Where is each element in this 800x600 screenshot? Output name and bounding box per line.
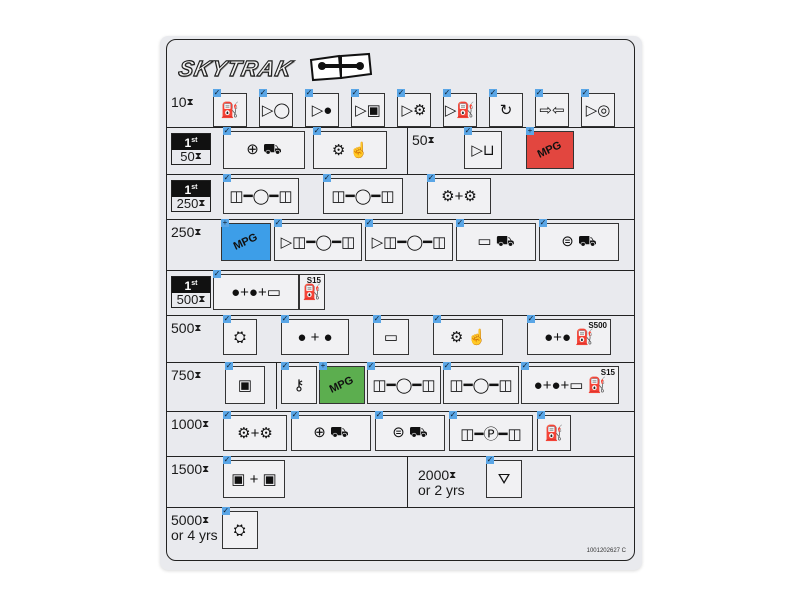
transmission-oil-filter-change-icon: ✓⚙+⚙ [223, 411, 287, 451]
fuel-level-icon: ✓▷⛽ [443, 89, 477, 127]
engine-oil-filter-change-icon: ✓● + ● [281, 315, 349, 355]
row-cell: 1000⧗ ✓⚙+⚙ ✓⊕ ⛟ ✓⊜ ⛟ ✓◫━Ⓟ━◫ ✓⛽ [167, 411, 575, 454]
maintenance-decal: SKYTRAK 10⧗ ✓⛽ ✓▷◯ ✓▷● ✓▷▣ ✓▷⚙ ✓▷⛽ ✓↻ [160, 36, 642, 570]
decal-frame: SKYTRAK 10⧗ ✓⛽ ✓▷◯ ✓▷● ✓▷▣ ✓▷⚙ ✓▷⛽ ✓↻ [166, 39, 635, 561]
row-cell-split: 2000⧗or 2 yrs ✓⛛ [407, 456, 634, 507]
interval-label: 1000⧗ [171, 416, 210, 432]
icon-group: +MPG ✓▷◫━◯━◫ ✓▷◫━◯━◫ ✓▭ ⛟ ✓⊜ ⛟ [221, 219, 619, 261]
interval-label: 250⧗ [171, 224, 202, 240]
parking-brake-axle-icon: ✓◫━Ⓟ━◫ [449, 411, 533, 451]
axle-oil-change-icon: ✓◫━◯━◫ [223, 174, 299, 214]
icon-group: ✓●+●+▭ S15⛽ [213, 270, 325, 310]
grease-green-icon: +MPG [319, 362, 365, 404]
interval-label: 2000⧗or 2 yrs [418, 467, 465, 498]
row-500h: 500⧗ ✓⛭ ✓● + ● ✓▭ ✓⚙ ☝ ✓●+● ⛽S500 [167, 315, 634, 362]
wheel-lug-torque-manual-icon: ✓⚙ ☝ [433, 315, 503, 355]
coolant-change-icon: ✓⛛ [486, 456, 522, 498]
row-cell: 10⧗ ✓⛽ ✓▷◯ ✓▷● ✓▷▣ ✓▷⚙ ✓▷⛽ ✓↻ ✓⇨⇦ ✓▷◎ [167, 89, 619, 130]
decal-header: SKYTRAK [176, 52, 376, 87]
fuel-s15-icon: S15⛽ [299, 274, 325, 310]
interval-label: 500⧗ [171, 320, 202, 336]
washer-fluid-icon: ✓▷⊔ [464, 127, 502, 169]
engine-oil-level-icon: ✓▷● [305, 89, 339, 127]
interval-label: 10⧗ [171, 94, 194, 110]
wheel-lug-torque-manual-icon: ✓⚙ ☝ [313, 127, 387, 169]
boom-inspection-icon: ✓⊕ ⛟ [223, 127, 305, 169]
row-cell: ✓⚷ +MPG ✓◫━◯━◫ ✓◫━◯━◫ ✓●+●+▭ ⛽S15 [277, 362, 623, 407]
engine-oil-manual-fuel-s15-icon: ✓●+●+▭ ⛽S15 [521, 362, 619, 404]
icon-group: ✓▷⊔ +MPG [464, 127, 574, 169]
interval-label: 50⧗ [412, 132, 435, 148]
icon-group: ✓▣ [225, 362, 265, 404]
engine-belt-icon: ✓⚷ [281, 362, 317, 404]
axle-hub-level-icon: ✓▷◫━◯━◫ [365, 219, 453, 261]
row-cell: 250⧗ +MPG ✓▷◫━◯━◫ ✓▷◫━◯━◫ ✓▭ ⛟ ✓⊜ ⛟ [167, 219, 623, 264]
row-cell: 5000⧗or 4 yrs ✓⛭ [167, 507, 262, 552]
axle-hub-oil-change-icon: ✓◫━◯━◫ [443, 362, 519, 404]
air-filter-icon: ✓↻ [489, 89, 523, 127]
icon-group: ✓◫━◯━◫ ✓◫━◯━◫ ✓⚙+⚙ [223, 174, 491, 214]
interval-label: 750⧗ [171, 367, 202, 383]
interval-rows: 10⧗ ✓⛽ ✓▷◯ ✓▷● ✓▷▣ ✓▷⚙ ✓▷⛽ ✓↻ ✓⇨⇦ ✓▷◎ [167, 89, 634, 558]
grease-blue-icon: +MPG [221, 219, 271, 261]
axle-level-icon: ✓▷◫━◯━◫ [274, 219, 362, 261]
fuel-filter-drain-icon: ✓⛽ [213, 89, 247, 127]
icon-group: ✓⛭ [221, 507, 258, 549]
engine-oil-filter-manual-icon: ✓●+●+▭ [213, 270, 299, 310]
tire-pressure-icon: ✓⇨⇦ [535, 89, 569, 127]
part-number: 1001202627 C [586, 548, 626, 554]
manual-wrench-icon [306, 52, 376, 87]
axle-oil-change-icon: ✓◫━◯━◫ [367, 362, 441, 404]
icon-group: ✓⊕ ⛟ ✓⚙ ☝ [223, 127, 387, 169]
row-cell-split: 50⧗ ✓▷⊔ +MPG [407, 127, 634, 174]
icon-group: ✓▣ + ▣ [223, 456, 285, 498]
row-250h: 250⧗ +MPG ✓▷◫━◯━◫ ✓▷◫━◯━◫ ✓▭ ⛟ ✓⊜ ⛟ [167, 219, 634, 270]
transmission-oil-icon: ✓▷⚙ [397, 89, 431, 127]
icon-group: ✓⛛ [486, 456, 522, 498]
boom-inspection-icon: ✓⊕ ⛟ [291, 411, 371, 451]
row-5000h: 5000⧗or 4 yrs ✓⛭ [167, 507, 634, 558]
hydraulic-reservoir-icon: ✓▷▣ [351, 89, 385, 127]
boom-chain-icon: ✓⊜ ⛟ [539, 219, 619, 261]
fuel-filter-change-icon: ✓⛽ [537, 411, 571, 451]
row-1500h: 1500⧗ ✓▣ + ▣ 2000⧗or 2 yrs ✓⛛ [167, 456, 634, 507]
row-cell: 500⧗ ✓⛭ ✓● + ● ✓▭ ✓⚙ ☝ ✓●+● ⛽S500 [167, 315, 615, 358]
hydraulic-oil-level-icon: ✓▷◯ [259, 89, 293, 127]
boom-wear-pad-icon: ✓▭ ⛟ [456, 219, 536, 261]
hydraulic-oil-change-icon: ✓▣ + ▣ [223, 456, 285, 498]
axle-hub-oil-change-icon: ✓◫━◯━◫ [323, 174, 403, 214]
boom-lubrication-icon: ✓⊜ ⛟ [375, 411, 445, 451]
row-cell: 1500⧗ ✓▣ + ▣ [167, 456, 407, 501]
interval-label: 5000⧗or 4 yrs [171, 512, 218, 543]
row-cell: 750⧗ ✓▣ [167, 362, 277, 409]
transmission-oil-filter-change-icon: ✓⚙+⚙ [427, 174, 491, 214]
battery-icon: ✓▭ [373, 315, 409, 355]
engine-service-manual-icon: ✓⛭ [221, 507, 258, 549]
row-1000h: 1000⧗ ✓⚙+⚙ ✓⊕ ⛟ ✓⊜ ⛟ ✓◫━Ⓟ━◫ ✓⛽ [167, 411, 634, 456]
icon-group: ✓⚷ +MPG ✓◫━◯━◫ ✓◫━◯━◫ ✓●+●+▭ ⛽S15 [281, 362, 619, 404]
engine-oil-fuel-s500-icon: ✓●+● ⛽S500 [527, 315, 611, 355]
icon-group: ✓⛽ ✓▷◯ ✓▷● ✓▷▣ ✓▷⚙ ✓▷⛽ ✓↻ ✓⇨⇦ ✓▷◎ [213, 89, 615, 127]
brake-fluid-icon: ✓▷◎ [581, 89, 615, 127]
row-10h: 10⧗ ✓⛽ ✓▷◯ ✓▷● ✓▷▣ ✓▷⚙ ✓▷⛽ ✓↻ ✓⇨⇦ ✓▷◎ [167, 89, 634, 130]
icon-group: ✓⛭ ✓● + ● ✓▭ ✓⚙ ☝ ✓●+● ⛽S500 [223, 315, 611, 355]
icon-group: ✓⚙+⚙ ✓⊕ ⛟ ✓⊜ ⛟ ✓◫━Ⓟ━◫ ✓⛽ [223, 411, 571, 451]
interval-label: 1500⧗ [171, 461, 210, 477]
brand-logo: SKYTRAK [176, 55, 296, 81]
grease-red-icon: +MPG [526, 127, 574, 169]
row-750h: 750⧗ ✓▣ ✓⚷ +MPG ✓◫━◯━◫ ✓◫━◯━◫ ✓●+●+▭ ⛽S1… [167, 362, 634, 411]
hydraulic-filter-change-icon: ✓▣ [225, 362, 265, 404]
engine-belt-inspection-icon: ✓⛭ [223, 315, 257, 355]
